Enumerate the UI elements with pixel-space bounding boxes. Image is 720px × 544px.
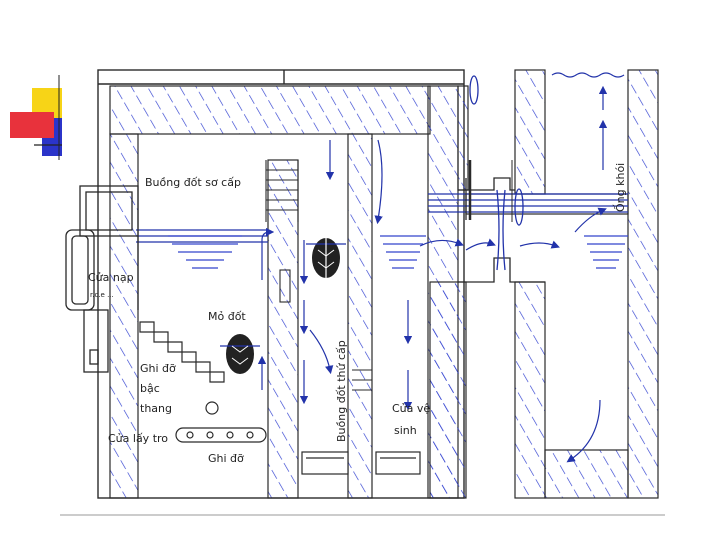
ash-conveyor [175,427,267,443]
label-step-grate-3: thang [140,402,172,415]
label-step-grate-2: bậc [140,382,160,395]
label-feed-door: Cửa nạp [88,271,134,284]
secondary-ladder [265,160,372,391]
beam-lines [136,193,628,243]
label-primary-chamber: Buồng đốt sơ cấp [145,176,241,189]
refractory-walls [109,69,659,499]
burner-lower-icon [220,334,260,374]
label-chimney: Ống khói [613,163,627,212]
step-grate [139,321,225,415]
label-ash-door: Cửa lấy tro [108,432,168,445]
corner-decoration [10,75,62,160]
label-feed-door-sub: r.c.e ... [90,291,114,299]
burner-icon [306,232,346,284]
label-grate: Ghi đỡ [208,452,244,465]
label-cleaning-door-1: Cửa vệ [392,402,430,415]
label-step-grate-1: Ghi đỡ [140,362,176,375]
smoke-wave [551,72,625,78]
sump-trays [301,451,421,475]
feed-door-assembly [65,185,139,373]
label-burner: Mỏ đốt [208,310,246,323]
flow-arrows [257,85,608,463]
label-secondary-chamber: Buồng đốt thứ cấp [335,340,348,442]
brick-patches [168,235,628,269]
label-cleaning-door-2: sinh [394,424,417,437]
connecting-duct [458,75,545,283]
